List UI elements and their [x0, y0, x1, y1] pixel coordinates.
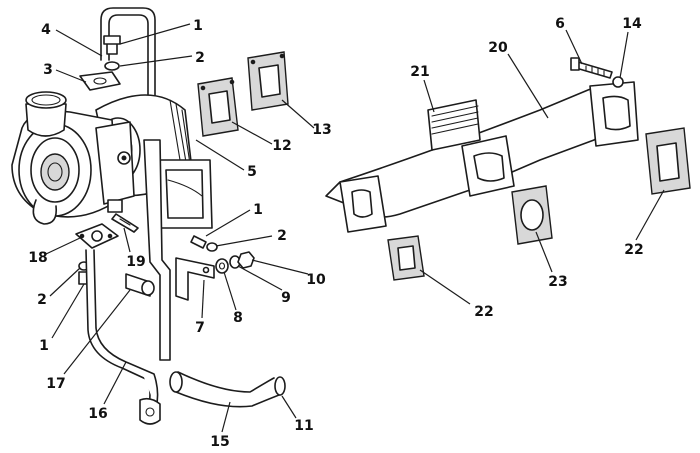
callout-1-top: 1	[193, 18, 203, 34]
leader-22-right	[635, 189, 665, 241]
callout-6: 6	[555, 16, 565, 32]
washer-8	[215, 258, 229, 274]
leader-2-bracket	[215, 235, 273, 247]
leader-18	[45, 237, 81, 255]
callout-22-lower: 22	[474, 304, 493, 320]
manifold-bolt	[570, 57, 613, 79]
stud-19	[111, 213, 139, 233]
leader-15	[221, 401, 231, 433]
bracket-7	[175, 257, 215, 301]
leader-10	[251, 259, 309, 275]
banjo-bolt-top	[103, 35, 121, 71]
callout-15: 15	[210, 434, 229, 450]
callout-13: 13	[312, 122, 331, 138]
callout-21: 21	[410, 64, 429, 80]
leader-23	[535, 231, 553, 273]
callout-4: 4	[41, 22, 51, 38]
leader-19	[123, 227, 131, 253]
nut-10	[237, 251, 255, 269]
exhaust-flange	[155, 159, 213, 229]
callout-3: 3	[43, 62, 53, 78]
leader-20	[507, 53, 549, 119]
turbocharger	[11, 91, 193, 225]
leader-16	[103, 361, 127, 405]
washer-14	[612, 76, 624, 88]
leader-1-lower	[51, 283, 85, 339]
callout-5: 5	[247, 164, 257, 180]
leader-8	[223, 271, 237, 311]
callout-1-lower: 1	[39, 338, 49, 354]
support-bracket	[143, 139, 171, 361]
leader-9	[237, 265, 283, 291]
bracket-bolt	[190, 235, 218, 252]
callout-10: 10	[306, 272, 326, 288]
leader-2-lower	[49, 267, 81, 297]
callout-22-right: 22	[624, 242, 643, 258]
leader-11	[281, 395, 297, 419]
callout-labels: 1 2 3 4 1 2 5 6 7 8 9 10 11 12 13 14 15 …	[28, 16, 643, 450]
callout-23: 23	[548, 274, 567, 290]
callout-7: 7	[195, 320, 205, 336]
callout-1-bracket: 1	[253, 202, 263, 218]
callout-20: 20	[488, 40, 508, 56]
leader-2-top	[119, 55, 193, 67]
leader-14	[619, 31, 629, 79]
leader-7	[201, 279, 205, 319]
leader-4	[55, 29, 103, 57]
leader-17	[63, 289, 131, 375]
drain-flange	[75, 223, 119, 249]
callout-14: 14	[622, 16, 642, 32]
callout-2-lower: 2	[37, 292, 47, 308]
leader-5	[195, 139, 245, 171]
gasket-13	[247, 51, 289, 111]
callout-12: 12	[272, 138, 291, 154]
callout-11: 11	[294, 418, 313, 434]
callout-9: 9	[281, 290, 291, 306]
leader-6	[565, 29, 583, 65]
leader-1-top	[119, 23, 191, 45]
leader-1-bracket	[205, 209, 251, 237]
leader-21	[423, 79, 435, 113]
leader-13	[281, 99, 315, 129]
banjo-gasket	[79, 71, 121, 91]
callout-19: 19	[126, 254, 145, 270]
oil-drain-pipe	[85, 249, 161, 425]
gasket-23	[511, 185, 553, 245]
gasket-22-right	[645, 127, 691, 195]
leader-lines	[45, 23, 665, 433]
callout-2-top: 2	[195, 50, 205, 66]
gasket-12	[197, 77, 239, 137]
leader-12	[231, 121, 273, 145]
callout-8: 8	[233, 310, 243, 326]
leader-22-lower	[419, 269, 471, 305]
callout-17: 17	[46, 376, 65, 392]
leader-3	[55, 69, 87, 83]
callout-16: 16	[88, 406, 107, 422]
gasket-22-lower	[387, 235, 425, 281]
exhaust-manifold	[325, 81, 639, 233]
callout-2-bracket: 2	[277, 228, 287, 244]
clamp-17	[125, 273, 155, 297]
coolant-pipe	[169, 371, 286, 408]
callout-18: 18	[28, 250, 47, 266]
